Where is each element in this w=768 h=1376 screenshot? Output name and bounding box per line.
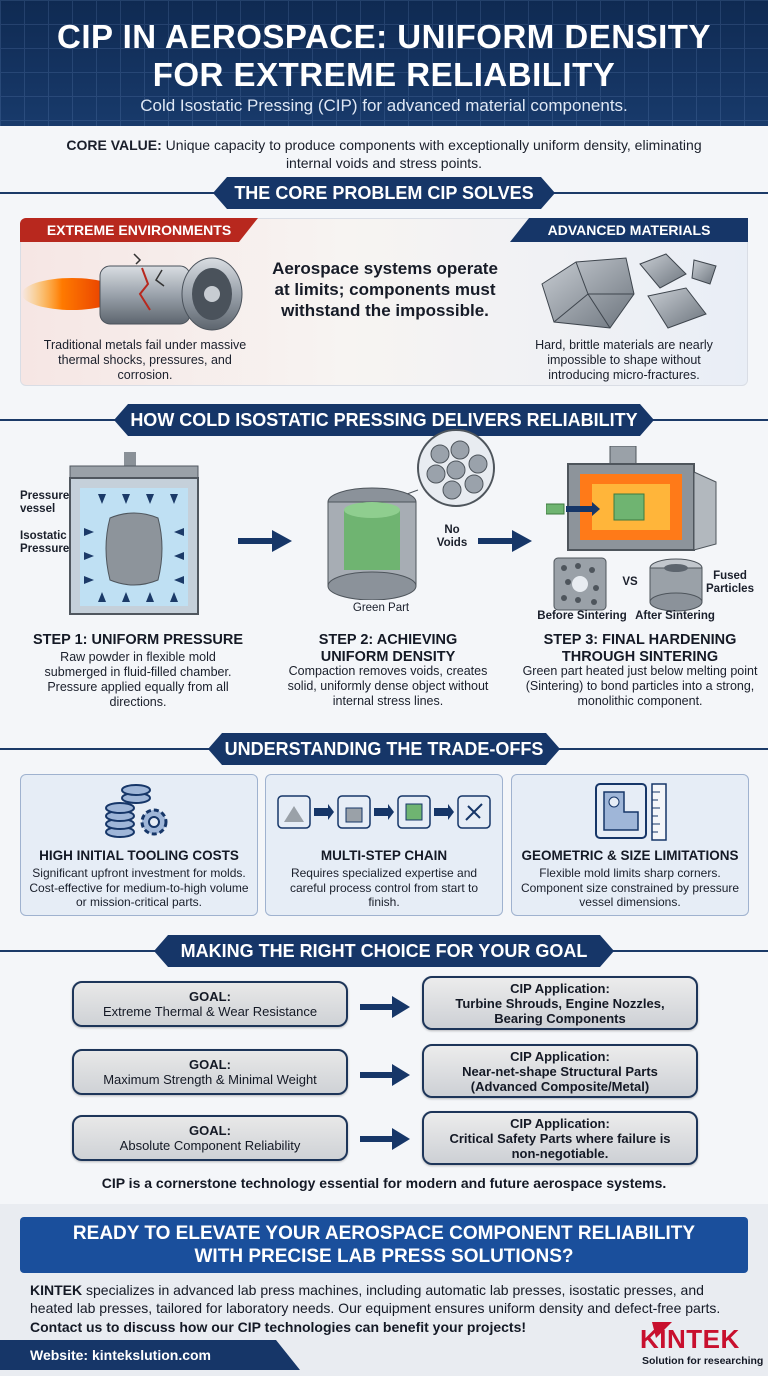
- closing-statement: CIP is a cornerstone technology essentia…: [101, 1175, 667, 1191]
- goal-label: GOAL:: [189, 989, 231, 1004]
- goal-label: GOAL:: [189, 1057, 231, 1072]
- step-3-desc: Green part heated just below melting poi…: [522, 664, 758, 708]
- goal-label: GOAL:: [189, 1123, 231, 1138]
- logo-accent-icon: [612, 1318, 768, 1376]
- section-heading-choices: MAKING THE RIGHT CHOICE FOR YOUR GOAL: [154, 935, 614, 967]
- cracked-material-icon: [541, 253, 717, 329]
- label-before-sintering: Before Sintering: [537, 610, 627, 622]
- tradeoff-costs-title: HIGH INITIAL TOOLING COSTS: [39, 848, 239, 863]
- cta-description: KINTEK specializes in advanced lab press…: [30, 1281, 750, 1317]
- application-label: CIP Application:: [510, 980, 610, 996]
- process-chain-icon: [277, 795, 491, 829]
- label-fused-particles: Fused Particles: [706, 570, 754, 595]
- cta-line-2: WITH PRECISE LAB PRESS SOLUTIONS?: [194, 1246, 574, 1267]
- application-label: CIP Application:: [510, 1048, 610, 1064]
- cta-description-text: specializes in advanced lab press machin…: [30, 1282, 721, 1316]
- tradeoff-costs-desc: Significant upfront investment for molds…: [29, 866, 249, 909]
- pressure-vessel-icon: [69, 452, 199, 615]
- core-value: CORE VALUE: Unique capacity to produce c…: [60, 136, 708, 172]
- application-text: Critical Safety Parts where failure is n…: [449, 1130, 671, 1161]
- section-heading-process: HOW COLD ISOSTATIC PRESSING DELIVERS REL…: [114, 404, 654, 436]
- label-vs: VS: [622, 576, 638, 588]
- step-2-desc: Compaction removes voids, creates solid,…: [287, 664, 489, 708]
- arrow-right-icon: [238, 530, 292, 552]
- tag-extreme-environments: EXTREME ENVIRONMENTS: [20, 218, 258, 242]
- title-line-2: FOR EXTREME RELIABILITY: [152, 56, 616, 93]
- page-title: CIP IN AEROSPACE: UNIFORM DENSITY FOR EX…: [0, 18, 768, 94]
- goal-pill-strength: GOAL: Maximum Strength & Minimal Weight: [72, 1049, 348, 1095]
- advanced-materials-caption: Hard, brittle materials are nearly impos…: [535, 338, 713, 382]
- kintek-tagline: Solution for researching: [642, 1355, 764, 1367]
- goal-text: Absolute Component Reliability: [119, 1138, 301, 1153]
- application-pill-thermal: CIP Application: Turbine Shrouds, Engine…: [422, 976, 698, 1030]
- application-text: Near-net-shape Structural Parts (Advance…: [462, 1063, 658, 1094]
- arrow-right-icon: [478, 530, 532, 552]
- core-value-label: CORE VALUE:: [66, 137, 162, 153]
- goal-text: Extreme Thermal & Wear Resistance: [102, 1004, 318, 1019]
- cta-banner: READY TO ELEVATE YOUR AEROSPACE COMPONEN…: [20, 1217, 748, 1273]
- page-subtitle: Cold Isostatic Pressing (CIP) for advanc…: [140, 96, 628, 115]
- ruler-part-icon: [595, 783, 667, 841]
- label-green-part: Green Part: [352, 602, 410, 614]
- arrow-right-icon: [360, 1128, 410, 1150]
- cta-line-1: READY TO ELEVATE YOUR AEROSPACE COMPONEN…: [72, 1223, 696, 1244]
- goal-text: Maximum Strength & Minimal Weight: [103, 1072, 317, 1087]
- cta-brand: KINTEK: [30, 1282, 83, 1298]
- porous-part-icon: [553, 557, 607, 611]
- step-1-title: STEP 1: UNIFORM PRESSURE: [32, 632, 244, 648]
- website-link[interactable]: Website: kintekslution.com: [0, 1340, 300, 1370]
- kintek-logo: KINTEK: [640, 1324, 740, 1354]
- coins-gear-icon: [105, 784, 168, 838]
- step-2-title: STEP 2: ACHIEVING UNIFORM DENSITY: [318, 632, 458, 665]
- tradeoff-multistep-title: MULTI-STEP CHAIN: [320, 848, 448, 863]
- label-after-sintering: After Sintering: [635, 610, 715, 622]
- arrow-right-icon: [360, 1064, 410, 1086]
- header: CIP IN AEROSPACE: UNIFORM DENSITY FOR EX…: [0, 0, 768, 126]
- tag-advanced-materials: ADVANCED MATERIALS: [510, 218, 748, 242]
- green-part-icon: [327, 429, 495, 600]
- goal-pill-thermal: GOAL: Extreme Thermal & Wear Resistance: [72, 981, 348, 1027]
- tradeoff-geometry-desc: Flexible mold limits sharp corners. Comp…: [520, 866, 740, 909]
- step-1-desc: Raw powder in flexible mold submerged in…: [44, 650, 232, 709]
- tradeoff-geometry-title: GEOMETRIC & SIZE LIMITATIONS: [521, 848, 739, 863]
- core-value-text: Unique capacity to produce components wi…: [161, 137, 702, 171]
- section-heading-problem: THE CORE PROBLEM CIP SOLVES: [213, 177, 555, 209]
- label-no-voids: No Voids: [436, 524, 468, 549]
- sintering-furnace-icon: [546, 446, 717, 551]
- header-grid-pattern: [0, 0, 768, 126]
- title-line-1: CIP IN AEROSPACE: UNIFORM DENSITY: [57, 18, 711, 55]
- step-3-title: STEP 3: FINAL HARDENING THROUGH SINTERIN…: [543, 632, 737, 665]
- label-isostatic-pressure: Isostatic Pressure: [20, 530, 70, 555]
- extreme-environments-caption: Traditional metals fail under massive th…: [43, 338, 247, 382]
- label-pressure-vessel: Pressure vessel: [20, 490, 70, 515]
- application-pill-strength: CIP Application: Near-net-shape Structur…: [422, 1044, 698, 1098]
- section-heading-tradeoffs: UNDERSTANDING THE TRADE-OFFS: [208, 733, 560, 765]
- tradeoff-multistep-desc: Requires specialized expertise and caref…: [289, 866, 479, 909]
- jet-engine-icon: [22, 253, 243, 331]
- contact-line: Contact us to discuss how our CIP techno…: [30, 1319, 527, 1335]
- goal-pill-reliability: GOAL: Absolute Component Reliability: [72, 1115, 348, 1161]
- problem-statement: Aerospace systems operate at limits; com…: [272, 259, 498, 320]
- arrow-right-icon: [360, 996, 410, 1018]
- application-text: Turbine Shrouds, Engine Nozzles, Bearing…: [455, 995, 665, 1026]
- application-pill-reliability: CIP Application: Critical Safety Parts w…: [422, 1111, 698, 1165]
- application-label: CIP Application:: [510, 1115, 610, 1131]
- fused-part-icon: [649, 558, 703, 612]
